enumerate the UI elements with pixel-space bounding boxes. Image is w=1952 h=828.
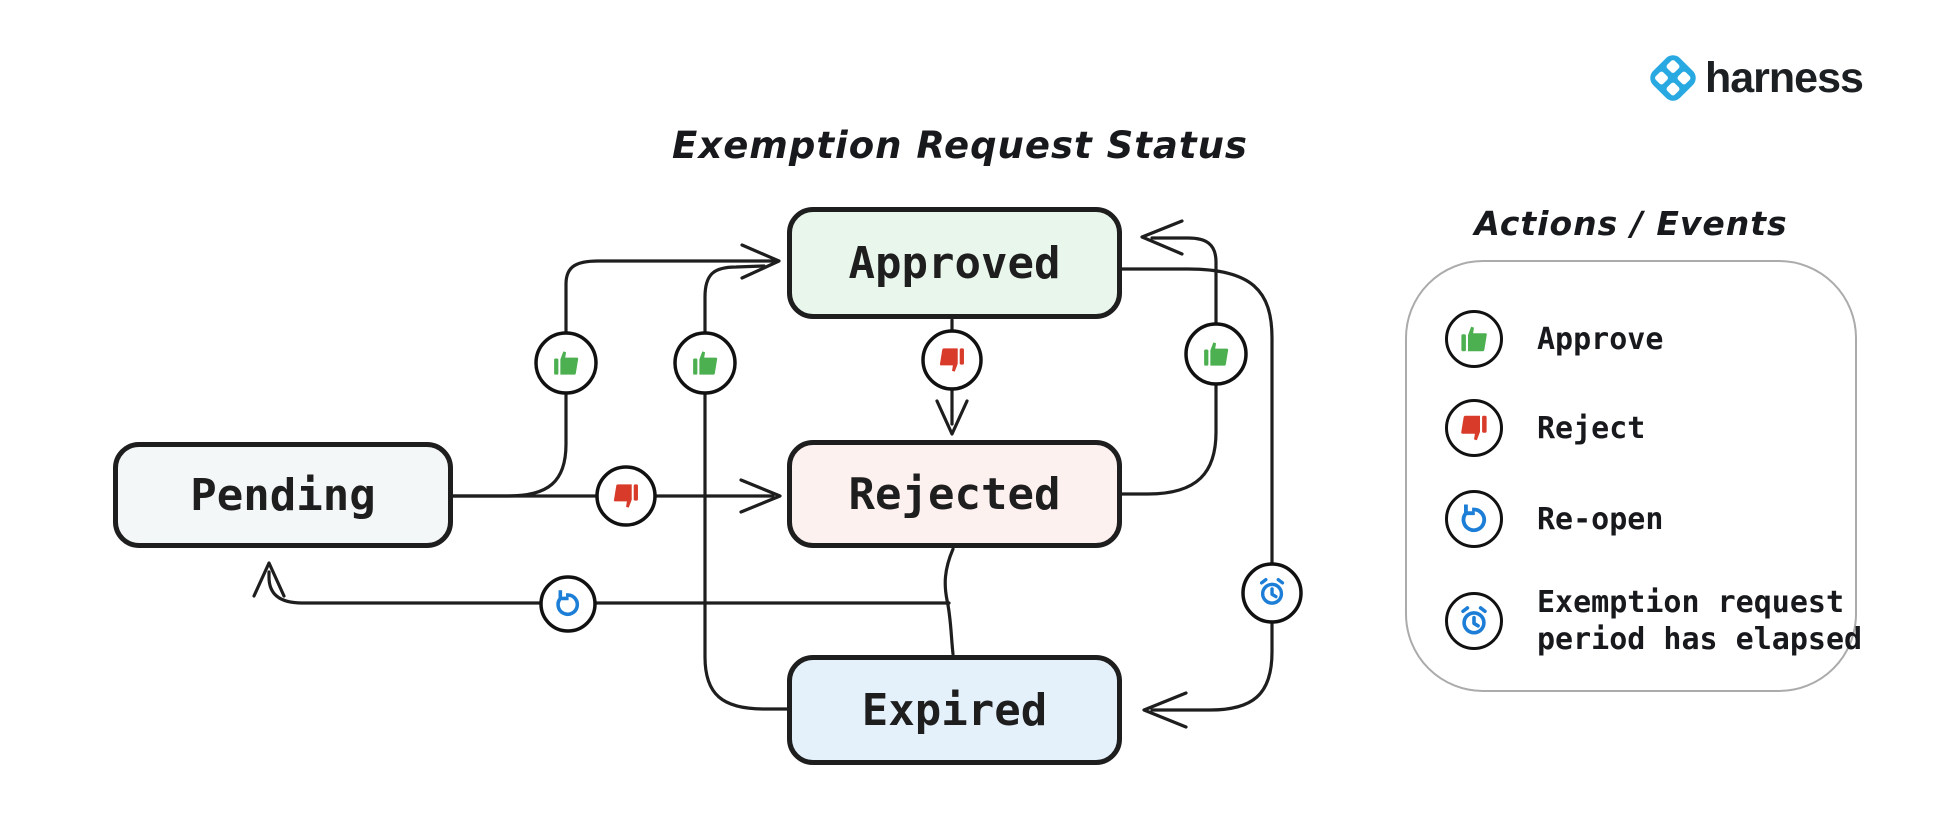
state-pending: Pending [113,442,453,548]
elapsed-badge [1241,562,1303,624]
state-approved: Approved [787,207,1122,319]
legend-item-label: Exemption request period has elapsed [1537,585,1863,657]
thumbs-down-icon [1445,399,1503,457]
edge-expired-approved [703,264,789,711]
brand-wordmark: harness [1705,53,1864,102]
diagram-title: Exemption Request Status [672,124,1248,167]
approve-badge-rejected-approved [1184,322,1248,386]
state-expired: Expired [787,655,1122,765]
reject-badge-pending-rejected [595,465,657,527]
approve-badge-pending-approved [534,331,598,395]
harness-logo-icon [1650,55,1696,101]
thumbs-up-icon [1445,310,1503,368]
reopen-badge [539,575,597,633]
edge-pending-approved [451,259,778,498]
legend-item-reject: Reject [1445,399,1885,457]
legend-item-label: Re-open [1537,501,1664,537]
state-pending-label: Pending [190,469,376,521]
edge-rejected-expired-junction [943,547,955,656]
legend-item-elapsed: Exemption request period has elapsed [1445,584,1885,658]
arrowhead-into-approved-right [1140,219,1184,256]
state-approved-label: Approved [848,237,1061,289]
arrowhead-into-rejected-left [739,478,782,514]
arrowhead-into-rejected-top [935,399,969,436]
edge-reopen-to-pending [267,570,951,605]
state-rejected: Rejected [787,440,1122,548]
alarm-clock-icon [1445,592,1503,650]
legend-title: Actions / Events [1474,204,1788,243]
reject-badge-approved-rejected [921,329,983,391]
state-rejected-label: Rejected [848,468,1061,520]
approve-badge-expired-approved [673,331,737,395]
arrowhead-into-approved-left [740,243,781,280]
legend-item-approve: Approve [1445,310,1885,368]
legend-item-label: Reject [1537,410,1646,446]
brand: harness [1645,50,1864,106]
arrowhead-into-pending-bottom [252,561,286,598]
legend-item-reopen: Re-open [1445,490,1885,548]
edge-rejected-approved [1120,236,1218,496]
arrowhead-into-expired-right [1142,691,1188,729]
edge-approved-expired [1120,267,1274,712]
state-expired-label: Expired [861,684,1048,736]
reopen-icon [1445,490,1503,548]
legend-item-label: Approve [1537,321,1664,357]
